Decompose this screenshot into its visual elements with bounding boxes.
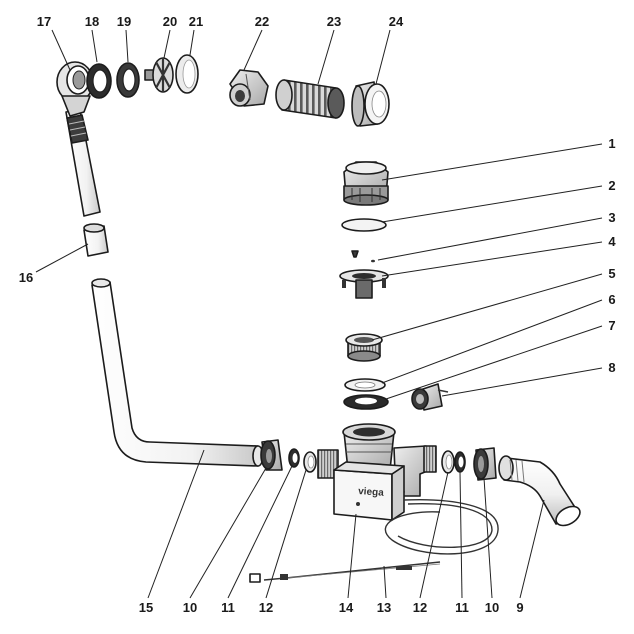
callout-2: 2 xyxy=(608,178,615,193)
union-nut-part-10-right xyxy=(473,447,497,481)
washer-part-12-left xyxy=(303,451,317,473)
callout-14: 14 xyxy=(339,600,354,615)
callout-10-left: 10 xyxy=(183,600,197,615)
seal-disc-part-2 xyxy=(341,218,387,232)
control-knob-part-1 xyxy=(343,161,389,206)
callout-1: 1 xyxy=(608,136,615,151)
callout-16: 16 xyxy=(19,270,33,285)
callout-18: 18 xyxy=(85,14,99,29)
bowden-insert-part-4 xyxy=(339,269,389,299)
drain-body-part-14: viega xyxy=(317,423,437,521)
callout-13: 13 xyxy=(377,600,391,615)
callout-7: 7 xyxy=(608,318,615,333)
small-pin-part-3 xyxy=(351,250,375,263)
callout-20: 20 xyxy=(163,14,177,29)
union-nut-part-10-left xyxy=(260,439,283,471)
callout-6: 6 xyxy=(608,292,615,307)
small-fitting-part-8 xyxy=(411,383,449,411)
callout-23: 23 xyxy=(327,14,341,29)
callout-15: 15 xyxy=(139,600,153,615)
corrugated-hose-part-23 xyxy=(275,79,345,119)
overflow-rosette-part-20 xyxy=(144,57,174,93)
callout-4: 4 xyxy=(608,234,616,249)
callout-3: 3 xyxy=(608,210,615,225)
callout-11-right: 11 xyxy=(455,600,469,615)
callout-12-right: 12 xyxy=(413,600,427,615)
o-ring-part-11-left xyxy=(288,448,300,468)
callout-10-right: 10 xyxy=(485,600,499,615)
outlet-elbow-part-9 xyxy=(498,455,581,527)
callout-12-left: 12 xyxy=(259,600,273,615)
pipe-coupler-part-16 xyxy=(83,223,109,257)
gasket-part-7 xyxy=(343,394,389,410)
callout-5: 5 xyxy=(608,266,615,281)
callout-9: 9 xyxy=(516,600,523,615)
leader-lines xyxy=(35,29,603,599)
seal-ring-part-19 xyxy=(116,62,140,98)
callout-labels: 17 18 19 20 21 22 23 24 1 2 3 4 5 6 7 8 … xyxy=(19,14,617,615)
washer-part-12-right xyxy=(441,450,455,474)
callout-19: 19 xyxy=(117,14,131,29)
threaded-sleeve-part-5 xyxy=(345,333,383,362)
brand-logo: viega xyxy=(358,486,385,499)
connector-part-22 xyxy=(229,69,269,107)
seal-ring-part-18 xyxy=(86,63,112,99)
bent-pipe-part-15 xyxy=(91,278,264,467)
cover-disc-part-21 xyxy=(175,54,199,94)
cap-nut-part-24 xyxy=(351,81,390,127)
callout-24: 24 xyxy=(389,14,404,29)
callout-8: 8 xyxy=(608,360,615,375)
callout-11-left: 11 xyxy=(221,600,235,615)
overflow-pipe-part-17 xyxy=(56,61,101,217)
callout-21: 21 xyxy=(189,14,203,29)
callout-22: 22 xyxy=(255,14,269,29)
callout-17: 17 xyxy=(37,14,51,29)
o-ring-part-11-right xyxy=(454,451,466,473)
flat-washer-part-6 xyxy=(344,378,386,392)
